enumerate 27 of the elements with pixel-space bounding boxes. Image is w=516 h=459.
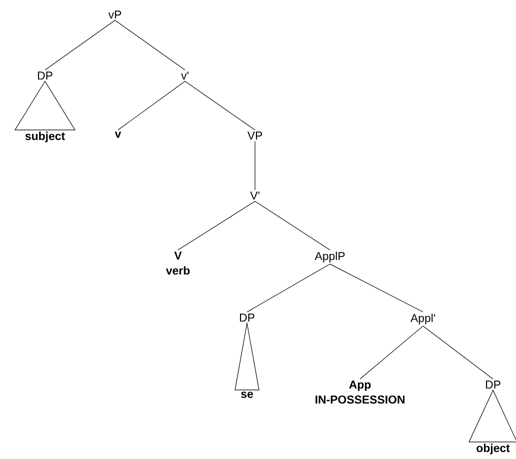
tree-label: Appl' — [410, 314, 435, 324]
branch-line — [254, 200, 330, 250]
tree-label: V' — [250, 192, 260, 200]
branch-line — [44, 20, 116, 70]
tree-label: ApplP — [314, 252, 345, 262]
tree-label: App IN-POSSESSION — [316, 380, 404, 404]
triangle — [468, 390, 516, 442]
tree-label: object — [476, 444, 510, 454]
tree-label: v — [114, 132, 122, 138]
branch-line — [184, 80, 256, 130]
tree-label: V verb — [166, 252, 190, 275]
branch-line — [118, 80, 186, 130]
tree-label: VP — [247, 132, 262, 140]
branch-line — [254, 140, 256, 190]
tree-label: DP — [38, 72, 52, 80]
branch-line — [114, 20, 186, 70]
tree-label: v' — [181, 72, 188, 80]
tree-label: DP — [240, 314, 254, 322]
tree-label: se — [241, 392, 253, 398]
tree-label: vP — [108, 10, 122, 19]
branch-line — [246, 264, 330, 312]
branch-line — [330, 264, 424, 312]
branch-line — [178, 200, 256, 250]
branch-line — [360, 326, 424, 380]
tree-label: subject — [25, 132, 65, 142]
branch-line — [422, 326, 494, 380]
tree-label: DP — [486, 380, 500, 389]
